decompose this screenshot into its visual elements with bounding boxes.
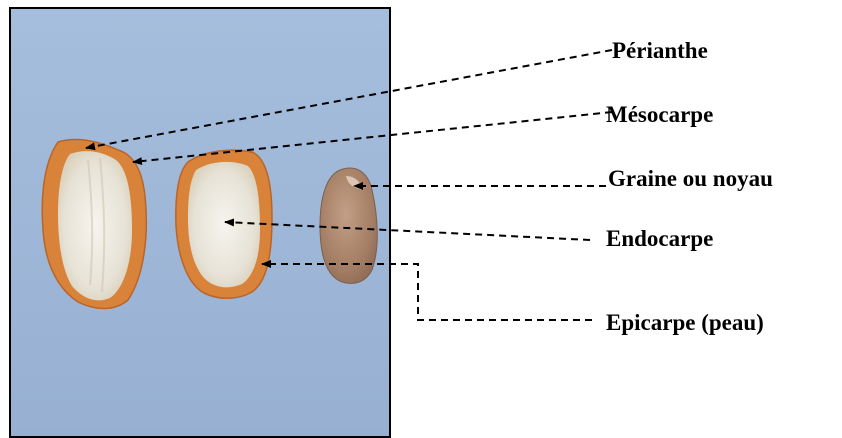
label-graine-ou-noyau: Graine ou noyau — [608, 166, 773, 191]
mesocarp-middle — [188, 162, 260, 287]
label-mesocarpe: Mésocarpe — [606, 102, 713, 127]
seed-body — [320, 168, 377, 283]
labels: Périanthe Mésocarpe Graine ou noyau Endo… — [606, 38, 773, 335]
label-endocarpe: Endocarpe — [606, 226, 713, 251]
label-epicarpe: Epicarpe (peau) — [606, 310, 764, 335]
mesocarp-left — [58, 151, 132, 300]
fruit-photo — [10, 8, 390, 438]
label-perianthe: Périanthe — [612, 38, 708, 63]
fruit-half-middle — [176, 150, 272, 298]
seed — [320, 168, 377, 283]
